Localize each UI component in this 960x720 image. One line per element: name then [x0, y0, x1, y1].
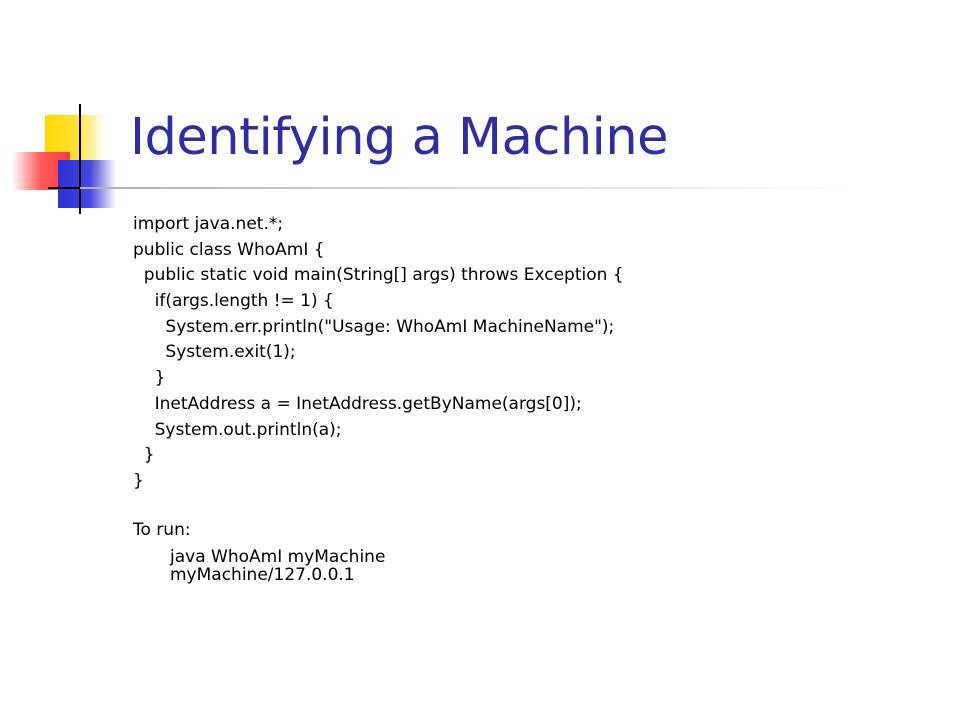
logo-vertical-line	[79, 104, 81, 214]
code-line: public class WhoAmI {	[133, 239, 325, 260]
run-label: To run:	[133, 520, 191, 540]
code-line: System.out.println(a);	[133, 419, 342, 440]
slide-title: Identifying a Machine	[130, 108, 669, 167]
code-line: if(args.length != 1) {	[133, 291, 334, 312]
run-output-block: java WhoAmI myMachine myMachine/127.0.0.…	[170, 548, 385, 584]
logo-horizontal-line	[48, 187, 108, 189]
run-output-line: myMachine/127.0.0.1	[170, 565, 355, 585]
code-line: }	[133, 470, 144, 491]
code-line: }	[133, 368, 166, 389]
code-line: System.err.println("Usage: WhoAmI Machin…	[133, 316, 615, 337]
code-block: import java.net.*; public class WhoAmI {…	[133, 212, 624, 495]
code-line: public static void main(String[] args) t…	[133, 265, 624, 286]
code-line: }	[133, 445, 155, 466]
slide-logo-decoration	[0, 0, 140, 230]
title-divider	[80, 187, 870, 189]
code-line: import java.net.*;	[133, 214, 284, 234]
run-command-line: java WhoAmI myMachine	[170, 547, 386, 567]
code-line: System.exit(1);	[133, 342, 296, 363]
logo-blue-square	[58, 160, 116, 208]
code-line: InetAddress a = InetAddress.getByName(ar…	[133, 393, 582, 414]
